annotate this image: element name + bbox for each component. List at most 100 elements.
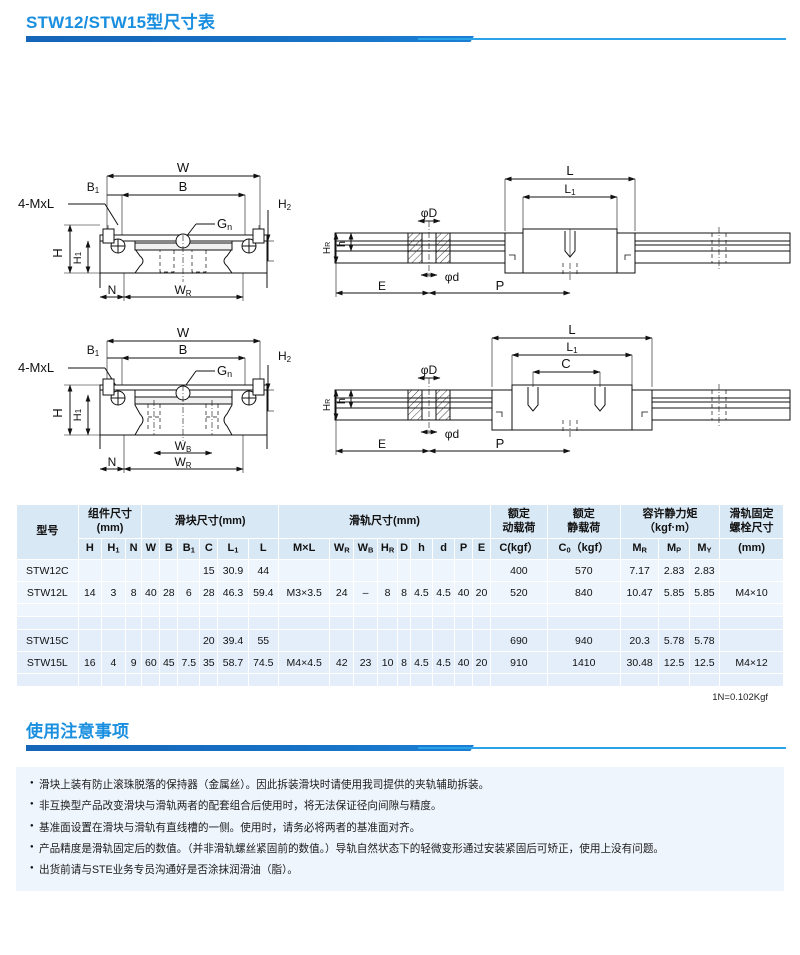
cell-12: 8 [376, 581, 399, 604]
svg-text:P: P [496, 278, 505, 293]
column-header-7: L1 [217, 538, 249, 560]
cell-14 [409, 629, 434, 652]
svg-text:L1: L1 [566, 340, 578, 355]
cell-0: 16 [77, 651, 102, 674]
cell-3: 60 [141, 651, 161, 674]
cell-19: 1410 [546, 651, 621, 674]
spacer-cell [490, 616, 548, 630]
cell-20: 7.17 [619, 559, 660, 582]
spacer-cell [217, 673, 249, 687]
cell-17 [472, 559, 491, 582]
spacer-cell [432, 603, 456, 617]
spacer-cell [277, 603, 331, 617]
cell-model: STW15L [16, 651, 79, 674]
cell-19: 570 [546, 559, 621, 582]
group-dynamic-load: 额定 动载荷 [490, 504, 548, 539]
spacer-cell [454, 616, 474, 630]
cell-2 [124, 629, 143, 652]
spacer-cell [619, 616, 660, 630]
spacer-cell [619, 603, 660, 617]
spacer-cell [100, 616, 126, 630]
cell-13: 8 [397, 651, 411, 674]
cell-14: 4.5 [409, 651, 434, 674]
cell-10 [329, 629, 355, 652]
svg-text:φD: φD [421, 206, 438, 220]
spacer-cell [329, 673, 355, 687]
notes-box: 滑块上装有防止滚珠脱落的保持器（金属丝）。因此拆装滑块时请使用我司提供的夹轨辅助… [16, 767, 784, 891]
column-header-1: H1 [100, 538, 126, 560]
group-static-load-l1: 额定 [572, 507, 595, 520]
cell-11: – [353, 581, 378, 604]
group-bolt-size-l1: 滑轨固定 [729, 507, 774, 520]
svg-text:N: N [108, 455, 117, 469]
cell-7: 46.3 [217, 581, 249, 604]
svg-text:4-MxL: 4-MxL [18, 196, 54, 211]
cell-11: 23 [353, 651, 378, 674]
cell-3 [141, 629, 161, 652]
cell-12 [376, 629, 399, 652]
cell-8: 74.5 [247, 651, 279, 674]
cell-19: 940 [546, 629, 621, 652]
cell-23 [719, 629, 784, 652]
cell-12: 10 [376, 651, 399, 674]
spacer-cell [432, 673, 456, 687]
spacer-cell [329, 616, 355, 630]
spacer-cell [409, 673, 434, 687]
svg-text:WR: WR [174, 283, 191, 298]
column-header-22: MY [688, 538, 721, 560]
column-header-13: D [397, 538, 411, 560]
column-header-15: d [432, 538, 456, 560]
cell-6: 20 [199, 629, 219, 652]
spec-table: 型号 组件尺寸 (mm) 滑块尺寸(mm) 滑轨尺寸(mm) 额定 动载荷 额定… [16, 504, 784, 687]
spacer-cell [277, 616, 331, 630]
svg-text:Gn: Gn [217, 216, 232, 232]
svg-text:W: W [177, 160, 190, 175]
spacer-cell [376, 673, 399, 687]
column-header-0: H [77, 538, 102, 560]
spacer-cell [472, 673, 491, 687]
cell-15: 4.5 [432, 651, 456, 674]
spacer-cell [454, 603, 474, 617]
cell-4 [159, 629, 179, 652]
spacer-cell [247, 673, 279, 687]
group-assembly: 组件尺寸 (mm) [77, 504, 143, 539]
spacer-cell [432, 616, 456, 630]
cell-16 [454, 559, 474, 582]
column-header-19: C0（kgf） [546, 538, 621, 560]
cell-0 [77, 559, 102, 582]
cell-19: 840 [546, 581, 621, 604]
cell-13: 8 [397, 581, 411, 604]
svg-text:H1: H1 [72, 251, 84, 264]
title-rule-thick [26, 36, 474, 42]
svg-text:L: L [566, 163, 573, 178]
group-static-load: 额定 静载荷 [546, 504, 621, 539]
svg-text:H: H [50, 248, 65, 257]
svg-text:E: E [378, 279, 386, 293]
svg-text:φd: φd [445, 427, 459, 441]
group-dynamic-load-l1: 额定 [507, 507, 530, 520]
cell-8: 44 [247, 559, 279, 582]
spacer-cell [159, 603, 179, 617]
svg-text:4-MxL: 4-MxL [18, 360, 54, 375]
spacer-cell [16, 673, 79, 687]
svg-text:H1: H1 [72, 408, 84, 421]
column-header-9: M×L [277, 538, 331, 560]
cell-13 [397, 629, 411, 652]
notes-rule-thin [418, 747, 786, 749]
spacer-cell [199, 616, 219, 630]
svg-text:P: P [496, 436, 505, 451]
spacer-cell [16, 616, 79, 630]
group-assembly-sub: (mm) [96, 521, 124, 534]
table-spacer-row [16, 673, 784, 687]
notes-section-head: 使用注意事项 [0, 717, 800, 754]
svg-text:W: W [177, 325, 190, 340]
cell-21: 2.83 [658, 559, 690, 582]
svg-text:B1: B1 [87, 180, 100, 195]
group-bolt-size: 滑轨固定 螺栓尺寸 [719, 504, 784, 539]
cell-6: 35 [199, 651, 219, 674]
spacer-cell [277, 673, 331, 687]
svg-text:E: E [378, 437, 386, 451]
spacer-cell [688, 673, 721, 687]
cell-18: 520 [490, 581, 548, 604]
